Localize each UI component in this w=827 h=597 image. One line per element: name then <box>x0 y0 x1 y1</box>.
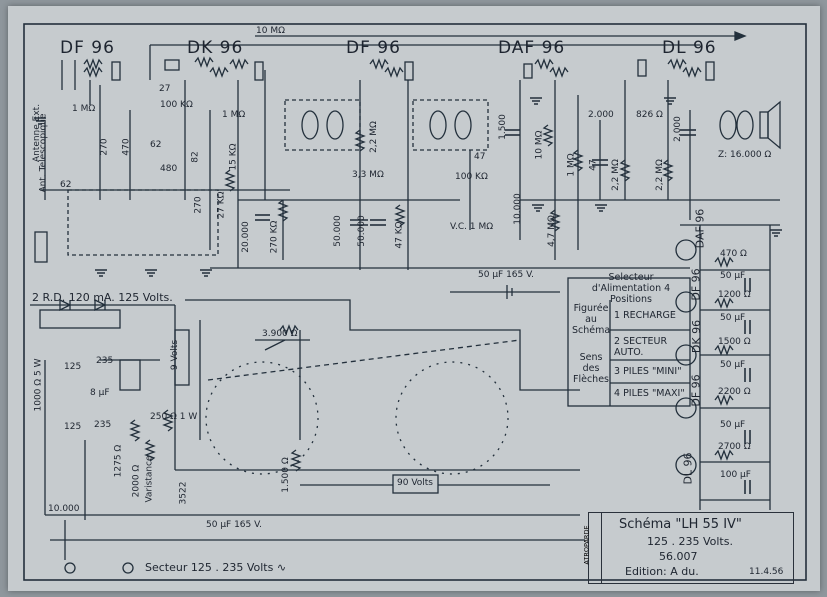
title-block-side-text: ATROPARDE <box>582 525 591 565</box>
selector-position-4: 4 PILES "MAXI" <box>614 388 685 399</box>
component-label: 2.000 <box>672 116 683 142</box>
schema-voltage: 125 . 235 Volts. <box>647 535 733 548</box>
component-label: 470 <box>121 138 132 156</box>
component-label: 1275 Ω <box>113 444 124 478</box>
component-label: 2000 Ω <box>131 464 142 498</box>
component-label: 2,2 MΩ <box>654 159 665 191</box>
component-label: 10 MΩ <box>534 130 545 160</box>
component-label: 3.900 Ω <box>262 329 298 339</box>
component-label: 3522 <box>178 481 189 505</box>
varistance-label: Varistance <box>144 455 155 503</box>
tube-label-dk96: DK 96 <box>187 38 244 58</box>
component-label: 20.000 <box>240 221 251 253</box>
component-label: 2200 Ω <box>718 387 751 397</box>
component-label: 100 µF <box>720 470 751 480</box>
selector-sens: Sens des Flèches <box>573 352 609 385</box>
component-label: 62 <box>60 180 72 190</box>
component-label: 270 <box>193 196 204 214</box>
component-label: 50.000 <box>332 215 343 247</box>
component-label: 470 Ω <box>720 249 747 259</box>
component-label: 50.000 <box>356 215 367 247</box>
component-label: 27 KΩ <box>216 191 227 219</box>
component-label: 4,7 MΩ <box>546 215 557 247</box>
component-label: 250 Ω 1 W <box>150 412 198 422</box>
selector-position-3: 3 PILES "MINI" <box>614 366 682 377</box>
component-label: 82 <box>190 151 201 163</box>
speaker-impedance-label: Z: 16.000 Ω <box>718 150 772 160</box>
component-label: 2,2 MΩ <box>610 159 621 191</box>
tube-label-daf96: DAF 96 <box>498 38 566 58</box>
component-label: 3,3 MΩ <box>352 170 384 180</box>
tube-side-label-df2: DF 96 <box>689 374 703 407</box>
component-label: 47 <box>588 159 599 171</box>
component-label: 50 µF 165 V. <box>206 520 262 530</box>
component-label: 125 <box>64 362 82 372</box>
component-label: 2,2 MΩ <box>368 121 379 153</box>
component-label: 270 <box>99 138 110 156</box>
component-label: 50 µF <box>720 420 746 430</box>
tube-side-label-daf: DAF 96 <box>693 208 707 249</box>
component-label: 2.000 <box>588 110 614 120</box>
component-label: 1.500 Ω <box>280 457 291 493</box>
component-label: 480 <box>160 164 178 174</box>
component-label: 50 µF <box>720 313 746 323</box>
secteur-label: Secteur 125 . 235 Volts ∿ <box>145 561 287 574</box>
selector-position-1: 1 RECHARGE <box>614 310 676 321</box>
tube-label-df96-a: DF 96 <box>60 38 115 58</box>
component-label: 2700 Ω <box>718 442 751 452</box>
rectifier-label: 2 R.D. 120 mA. 125 Volts. <box>32 291 173 304</box>
component-label: 10.000 <box>48 504 80 514</box>
component-label: 235 <box>94 420 112 430</box>
schema-title: Schéma "LH 55 IV" <box>619 517 742 532</box>
schema-edition: Edition: A du. <box>625 565 699 578</box>
component-label: 1 MΩ <box>566 153 577 177</box>
selector-position-2: 2 SECTEUR AUTO. <box>614 336 668 358</box>
component-label: 100 KΩ <box>455 172 488 182</box>
component-label: 1000 Ω 5 W <box>33 358 44 412</box>
component-label: 1200 Ω <box>718 290 751 300</box>
tube-side-label-dk: DK 96 <box>690 319 704 354</box>
tube-daf96-symbol <box>523 58 569 79</box>
tube-label-df96-b: DF 96 <box>346 38 401 58</box>
component-label: 125 <box>64 422 82 432</box>
schema-date: 11.4.56 <box>749 567 784 577</box>
tube-side-label-df: DF 96 <box>689 268 703 301</box>
component-label: 235 <box>96 356 114 366</box>
title-block-side: ATROPARDE <box>583 513 602 583</box>
component-label: 9 Volts <box>170 339 181 371</box>
component-label: 50 µF <box>720 360 746 370</box>
antenna-tel-label: Ant. Telescopique <box>38 113 49 193</box>
title-block: ATROPARDE Schéma "LH 55 IV" 125 . 235 Vo… <box>583 512 794 584</box>
component-label: 15 KΩ <box>228 143 239 171</box>
tube-label-dl96: DL 96 <box>662 38 717 58</box>
component-label: 47 KΩ <box>394 221 405 249</box>
component-label: V.C. 1 MΩ <box>450 222 494 232</box>
component-label: 826 Ω <box>636 110 663 120</box>
component-label: 10 MΩ <box>256 26 285 36</box>
component-label: 50 µF <box>720 271 746 281</box>
selector-figure: Figurée au Schéma <box>572 303 611 336</box>
tube-side-label-dl: DL 96 <box>681 452 695 485</box>
component-label: 1500 Ω <box>718 337 751 347</box>
component-label: 47 <box>474 152 486 162</box>
component-label: 50 µF 165 V. <box>478 270 534 280</box>
component-label: 1 MΩ <box>72 104 96 114</box>
tube-df96-a-symbol <box>61 58 121 105</box>
component-label: 1.500 <box>497 114 508 140</box>
component-label: 90 Volts <box>397 478 433 488</box>
component-label: 1 MΩ <box>222 110 246 120</box>
component-label: 10.000 <box>512 193 523 225</box>
component-label: 8 µF <box>90 388 110 398</box>
tube-df96-b-symbol <box>369 58 414 81</box>
component-label: 100 KΩ <box>160 100 193 110</box>
tube-dk96-symbol <box>164 56 264 81</box>
component-label: 27 <box>159 84 171 94</box>
component-label: 270 KΩ <box>269 220 280 254</box>
schema-number: 56.007 <box>659 550 698 563</box>
component-label: 62 <box>150 140 162 150</box>
selector-title: Selecteur d'Alimentation 4 Positions <box>591 272 671 305</box>
tube-dl96-symbol <box>637 58 715 81</box>
